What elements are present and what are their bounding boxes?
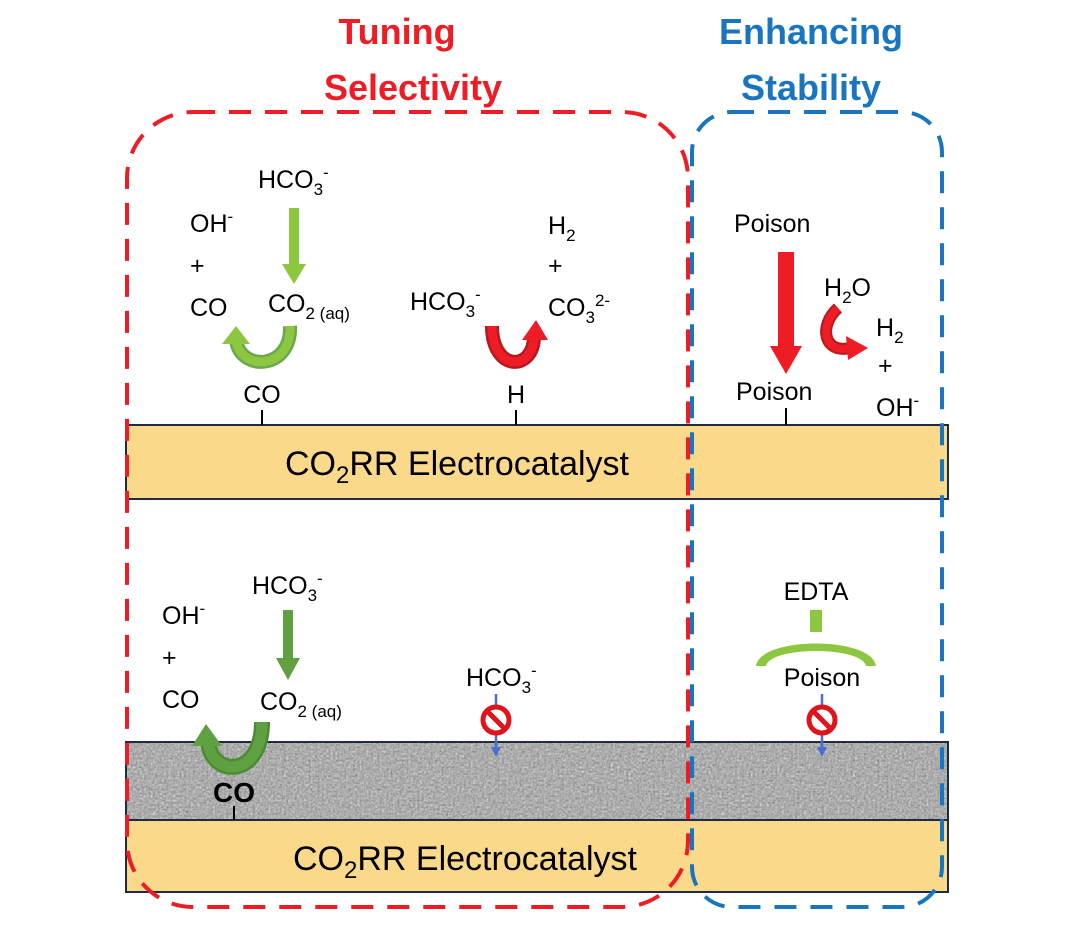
top-red-curved-arrow — [485, 320, 548, 369]
top-oh-right-label: OH- — [876, 391, 919, 422]
top-h-surface-label: H — [507, 381, 525, 409]
top-hco3-mid-label: HCO3- — [410, 285, 481, 321]
top-co-label: CO — [190, 294, 228, 322]
top-red-down-arrow — [770, 252, 802, 374]
bottom-hco3-label: HCO3- — [252, 569, 323, 605]
no-entry-icon-poison — [806, 704, 838, 736]
edta-cap-shape — [756, 610, 876, 666]
bottom-co2aq-label: CO2 (aq) — [260, 688, 342, 721]
top-co2aq-label: CO2 (aq) — [268, 290, 350, 323]
top-plus2-label: + — [548, 252, 563, 280]
top-poison-surface-label: Poison — [736, 378, 812, 406]
top-co3-label: CO32- — [548, 291, 610, 327]
bottom-co-label: CO — [162, 686, 200, 714]
bottom-plus-label: + — [162, 644, 177, 672]
selectivity-header-line2: Selectivity — [324, 67, 502, 108]
stability-header-line1: Enhancing — [719, 11, 903, 52]
top-plus3-label: + — [878, 352, 893, 380]
selectivity-header-line1: Tuning — [338, 11, 455, 52]
bottom-co-surface-label: CO — [213, 777, 255, 808]
top-green-down-arrow — [282, 208, 306, 284]
bottom-green-down-arrow — [276, 610, 300, 680]
bottom-green-curved-arrow — [192, 721, 270, 775]
bottom-oh-label: OH- — [162, 599, 205, 630]
bottom-poison-label: Poison — [784, 664, 860, 692]
top-red-curved-arrow-right — [820, 303, 868, 360]
top-h2-label: H2 — [548, 212, 576, 245]
top-hco3-label: HCO3- — [258, 163, 329, 199]
top-oh-label: OH- — [190, 207, 233, 238]
top-co-surface-label: CO — [243, 381, 281, 409]
top-catalyst-bar — [125, 424, 949, 500]
bottom-catalyst-bar — [125, 819, 949, 893]
stability-header-line2: Stability — [741, 67, 881, 108]
top-h2o-label: H2O — [824, 274, 871, 307]
top-plus-label: + — [190, 252, 205, 280]
stability-region-box — [690, 110, 944, 909]
no-entry-icon-hco3 — [480, 704, 512, 736]
bottom-edta-label: EDTA — [784, 578, 849, 606]
bottom-catalyst-label: CO2RR Electrocatalyst — [293, 840, 638, 884]
top-h2-right-label: H2 — [876, 314, 904, 347]
selectivity-region-box — [125, 110, 690, 909]
top-green-curved-arrow — [222, 325, 297, 369]
bottom-hco3-blocked-label: HCO3- — [466, 661, 537, 697]
top-catalyst-label: CO2RR Electrocatalyst — [285, 445, 630, 489]
top-poison-label: Poison — [734, 210, 810, 238]
